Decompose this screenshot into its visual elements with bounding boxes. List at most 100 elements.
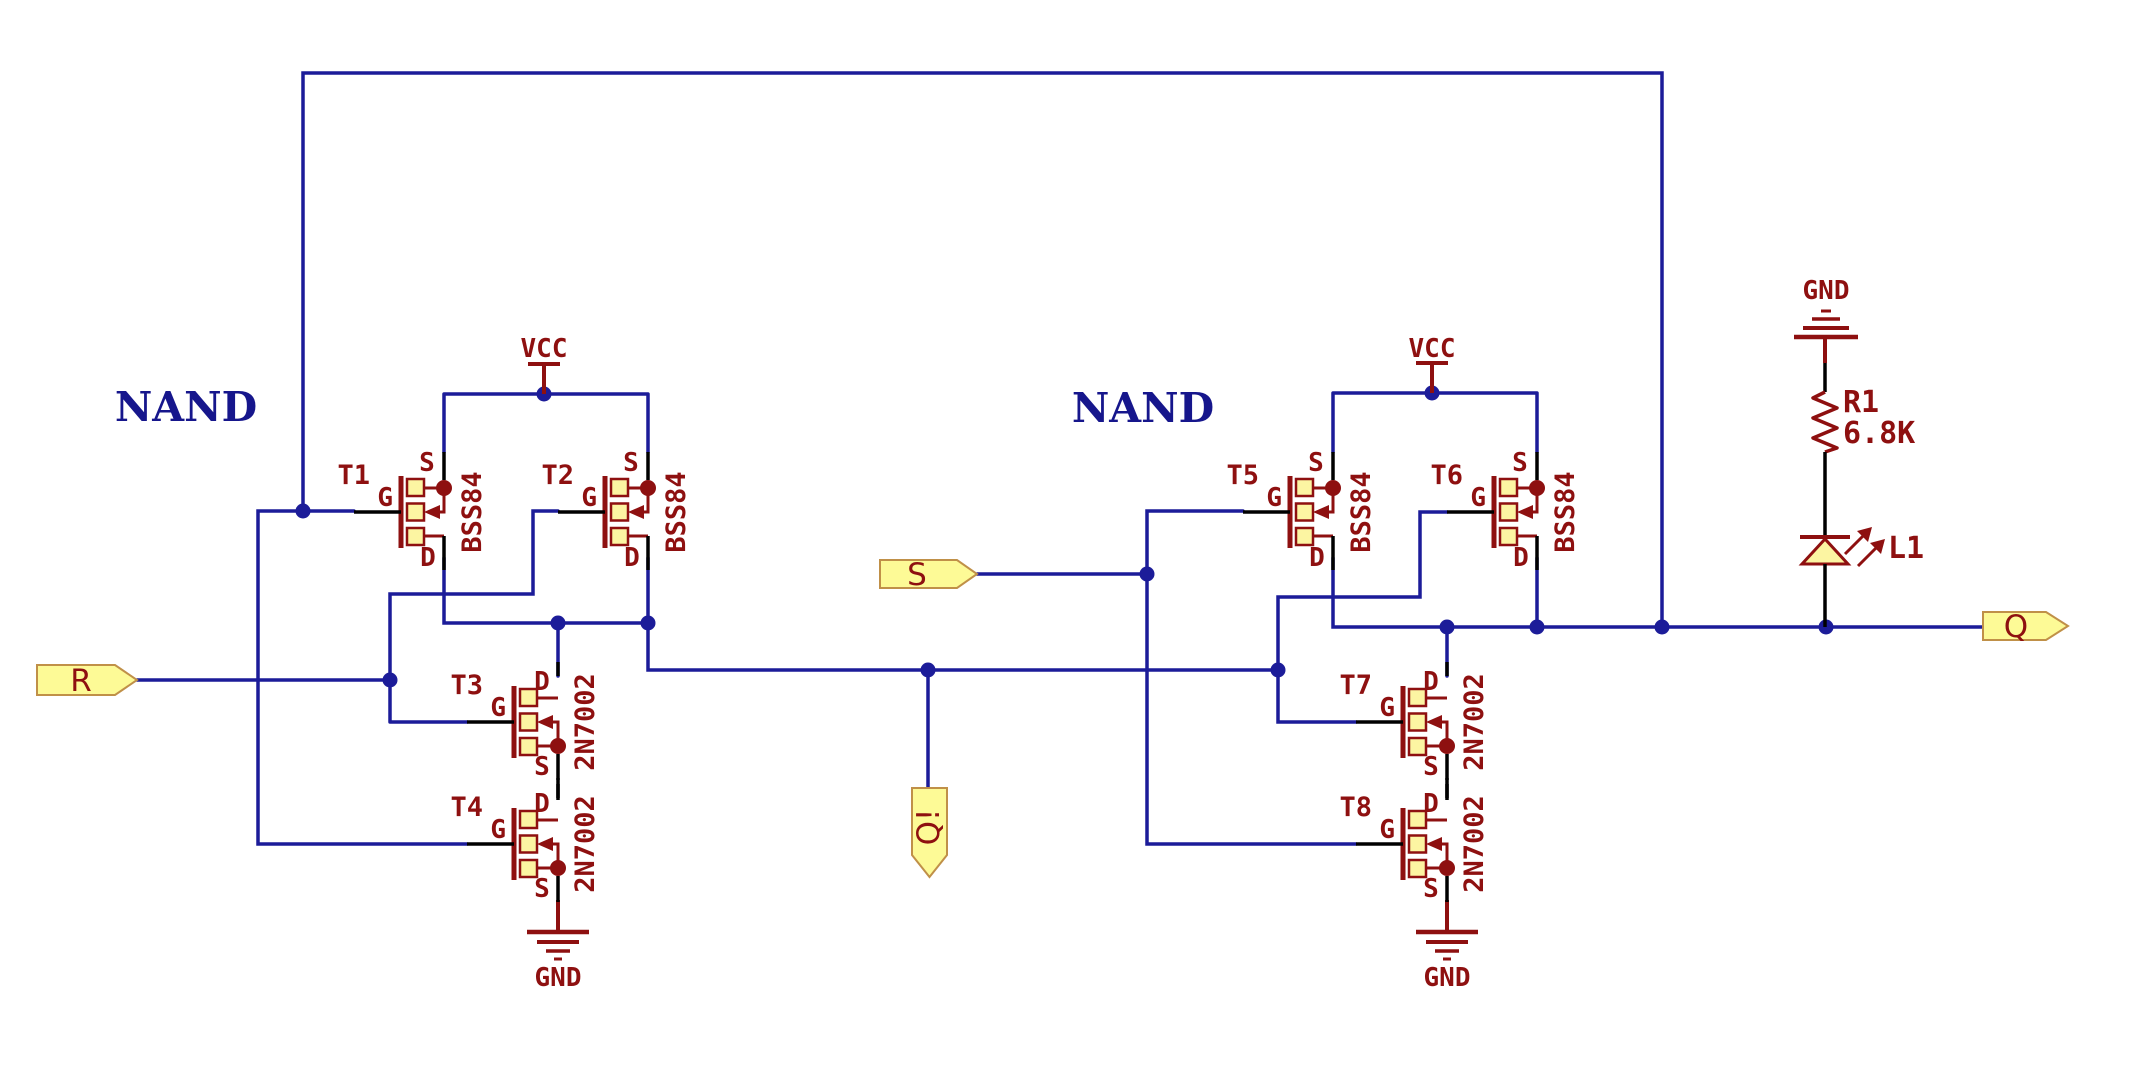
channel-pad — [518, 712, 539, 732]
transistor-ref-label: T2 — [541, 460, 574, 491]
body-arrow — [537, 837, 553, 851]
pin-label-drain: D — [1513, 543, 1529, 573]
pin-label-drain: D — [624, 543, 640, 573]
port-flag-shape — [911, 787, 948, 879]
junction-dot — [550, 615, 566, 631]
channel-pad — [609, 502, 630, 522]
pin-label-source: S — [534, 874, 550, 904]
gnd-symbol-top[interactable]: GND — [1794, 276, 1858, 363]
resistor-ref-label: R1 — [1843, 385, 1879, 420]
gnd-symbol-left[interactable]: GND — [527, 900, 589, 993]
pin-label-drain: D — [420, 543, 436, 573]
body-arrow — [1426, 837, 1442, 851]
pin-label-drain: D — [534, 789, 550, 819]
port-flag-q[interactable]: Q — [1982, 609, 2070, 645]
pin-label-gate: G — [1379, 693, 1395, 723]
channel-pad — [609, 477, 630, 498]
vcc-symbol-left[interactable]: VCC — [521, 334, 568, 394]
led-emission-arrowhead — [1857, 527, 1872, 542]
junction-dot — [1654, 619, 1670, 635]
port-flag-label: Q — [2004, 609, 2028, 645]
transistor-ref-label: T6 — [1430, 460, 1463, 491]
pin-label-drain: D — [1423, 789, 1439, 819]
body-arrow — [424, 505, 440, 519]
led-emission-arrowhead — [1870, 539, 1885, 554]
resistor-r1[interactable]: R1 6.8K — [1811, 385, 1915, 454]
pin-label-gate: G — [581, 483, 597, 513]
wire-s-net[interactable] — [975, 509, 1358, 846]
resistor-zigzag — [1811, 390, 1839, 454]
nand-label-left: NAND — [115, 383, 257, 431]
led-emission-arrow — [1856, 545, 1879, 568]
pin-label-source: S — [623, 448, 639, 478]
wire-vcc-right-rail[interactable] — [1331, 391, 1539, 454]
port-flag-label: Q! — [911, 809, 947, 846]
source-dot — [1529, 480, 1545, 496]
source-dot — [436, 480, 452, 496]
led-ref-label: L1 — [1888, 531, 1924, 566]
gnd-symbol-right[interactable]: GND — [1416, 900, 1478, 993]
led-l1[interactable]: L1 — [1798, 527, 1924, 568]
junction-dot — [295, 503, 311, 519]
source-dot — [640, 480, 656, 496]
junction-dot — [382, 672, 398, 688]
junction-dot — [1529, 619, 1545, 635]
gnd-label: GND — [1424, 963, 1471, 993]
pin-label-gate: G — [490, 815, 506, 845]
wire-q-net[interactable] — [1331, 556, 1985, 678]
channel-pad — [1498, 502, 1519, 522]
body-arrow — [1517, 505, 1533, 519]
pin-label-source: S — [534, 752, 550, 782]
transistor-part-label: BSS84 — [1550, 471, 1581, 552]
port-flag-label: R — [70, 663, 92, 699]
channel-pad — [1407, 834, 1428, 854]
wire-feedback-q-net[interactable] — [256, 71, 1664, 846]
junction-dot — [920, 662, 936, 678]
pin-label-drain: D — [534, 667, 550, 697]
source-dot — [1439, 860, 1455, 876]
vcc-symbol-right[interactable]: VCC — [1409, 334, 1456, 393]
wire-vcc-left-rail[interactable] — [442, 392, 650, 454]
transistor-part-label: BSS84 — [661, 471, 692, 552]
junction-dot — [640, 615, 656, 631]
pin-label-gate: G — [1470, 483, 1486, 513]
wire-r-net[interactable] — [135, 509, 560, 724]
pin-label-source: S — [1423, 752, 1439, 782]
gnd-label: GND — [1803, 276, 1850, 306]
vcc-bar — [528, 362, 560, 394]
transistor-ref-label: T4 — [450, 792, 483, 823]
transistor-ref-label: T8 — [1339, 792, 1372, 823]
port-flag-r[interactable]: R — [36, 663, 139, 699]
channel-pad — [518, 834, 539, 854]
channel-pad — [1294, 477, 1315, 498]
body-arrow — [628, 505, 644, 519]
channel-pad — [405, 477, 426, 498]
body-arrow — [1426, 715, 1442, 729]
wire-qbar-net[interactable] — [442, 510, 1449, 790]
transistor-ref-label: T1 — [337, 460, 370, 491]
pin-label-source: S — [1423, 874, 1439, 904]
source-dot — [1325, 480, 1341, 496]
port-flag-qbar[interactable]: Q! — [911, 787, 948, 879]
body-arrow — [537, 715, 553, 729]
source-dot — [1439, 738, 1455, 754]
channel-pad — [1294, 502, 1315, 522]
pin-label-gate: G — [1266, 483, 1282, 513]
led-triangle — [1798, 536, 1852, 566]
port-flag-label: S — [907, 557, 927, 593]
junction-dot — [1270, 662, 1286, 678]
transistor-part-label: BSS84 — [457, 471, 488, 552]
junction-dot — [1439, 619, 1455, 635]
gnd-label: GND — [535, 963, 582, 993]
port-flag-s[interactable]: S — [879, 557, 979, 593]
vcc-bar — [1416, 361, 1448, 393]
pin-label-drain: D — [1309, 543, 1325, 573]
